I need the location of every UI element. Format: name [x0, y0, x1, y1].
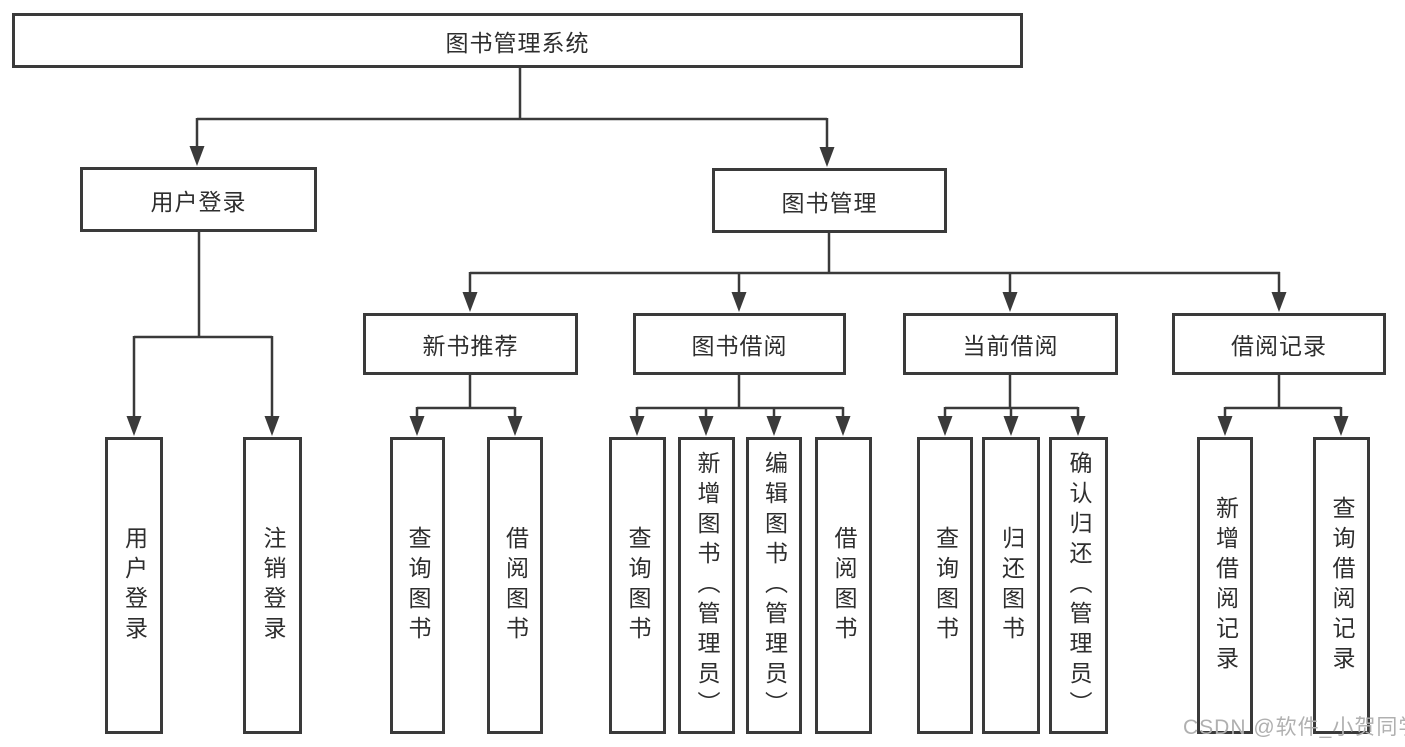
leaf-add-borrow-record: 新增借阅记录 — [1197, 437, 1253, 734]
node-label: 当前借阅 — [962, 333, 1059, 359]
leaf-logout: 注销登录 — [243, 437, 302, 734]
leaf-query-books-recommend: 查询图书 — [390, 437, 445, 734]
leaf-edit-books-admin: 编辑图书（管理员） — [746, 437, 802, 734]
node-user-login: 用户登录 — [80, 167, 317, 232]
leaf-return-books: 归还图书 — [982, 437, 1040, 734]
node-label: 图书借阅 — [691, 333, 788, 359]
node-current-borrow: 当前借阅 — [903, 313, 1118, 375]
node-label: 用户登录 — [121, 525, 148, 646]
leaf-query-books-borrow: 查询图书 — [609, 437, 666, 734]
arrowheads — [126, 146, 1349, 436]
node-borrow-records: 借阅记录 — [1172, 313, 1386, 375]
node-book-management: 图书管理 — [712, 168, 947, 233]
leaf-borrow-books-recommend: 借阅图书 — [487, 437, 543, 734]
node-label: 确认归还（管理员） — [1066, 450, 1092, 721]
leaf-confirm-return-admin: 确认归还（管理员） — [1049, 437, 1108, 734]
node-label: 借阅记录 — [1231, 333, 1327, 359]
node-label: 新增图书（管理员） — [694, 450, 720, 721]
node-label: 新书推荐 — [422, 333, 519, 359]
node-label: 借阅图书 — [502, 525, 529, 646]
node-label: 用户登录 — [150, 188, 247, 215]
node-label: 查询图书 — [405, 525, 431, 646]
leaf-query-borrow-record: 查询借阅记录 — [1313, 437, 1370, 734]
node-book-borrow: 图书借阅 — [633, 313, 846, 375]
node-label: 查询借阅记录 — [1329, 495, 1355, 676]
node-label: 归还图书 — [998, 525, 1025, 646]
node-label: 图书管理系统 — [445, 29, 590, 56]
node-new-book-recommend: 新书推荐 — [363, 313, 578, 375]
leaf-user-login: 用户登录 — [105, 437, 163, 734]
node-label: 借阅图书 — [831, 525, 857, 646]
node-label: 图书管理 — [781, 189, 878, 216]
leaf-borrow-books: 借阅图书 — [815, 437, 872, 734]
node-library-management-system: 图书管理系统 — [12, 13, 1023, 68]
node-label: 查询图书 — [932, 525, 959, 646]
node-label: 注销登录 — [260, 525, 286, 646]
node-label: 新增借阅记录 — [1212, 495, 1239, 676]
node-label: 编辑图书（管理员） — [761, 450, 788, 721]
leaf-add-books-admin: 新增图书（管理员） — [678, 437, 735, 734]
csdn-watermark: CSDN @软件_小贺同学 — [1183, 716, 1405, 739]
leaf-query-books-current: 查询图书 — [917, 437, 973, 734]
node-label: 查询图书 — [625, 525, 651, 646]
